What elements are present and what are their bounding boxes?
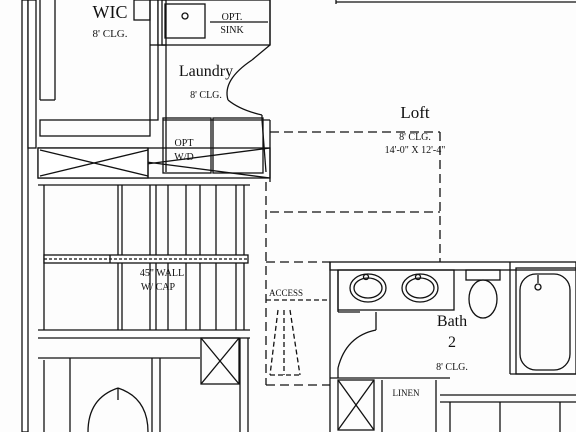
laundry-ceiling: 8' CLG. — [190, 90, 222, 101]
access-label: ACCESS — [269, 288, 303, 298]
lower-left — [38, 337, 250, 432]
laundry-label: Laundry — [179, 63, 233, 80]
loft-size: 14'-0" X 12'-4" — [385, 145, 446, 156]
loft-label: Loft — [400, 103, 430, 122]
xbox-strip — [37, 147, 271, 179]
opt-wd-line1: OPT — [175, 138, 194, 149]
laundry-walls — [157, 0, 271, 174]
opt-sink-line1: OPT. — [222, 12, 243, 23]
wic-walls — [21, 0, 165, 432]
stairs — [38, 184, 250, 331]
bath-ceiling: 8' CLG. — [436, 362, 468, 373]
opt-wd-line2: W/D — [174, 152, 193, 163]
wall-cap-line2: W/ CAP — [141, 282, 176, 293]
loft-ceiling: 8' CLG. — [399, 132, 431, 143]
access-panel — [266, 299, 330, 376]
loft-walls — [265, 0, 576, 386]
bath-label: Bath — [437, 313, 467, 330]
opt-sink-line2: SINK — [220, 25, 244, 36]
bath-number: 2 — [448, 334, 456, 351]
wic-ceiling: 8' CLG. — [93, 28, 128, 40]
wic-label: WIC — [93, 2, 128, 22]
bath-walls — [329, 261, 576, 432]
linen-label: LINEN — [393, 388, 420, 398]
wall-cap-line1: 45" WALL — [140, 268, 184, 279]
